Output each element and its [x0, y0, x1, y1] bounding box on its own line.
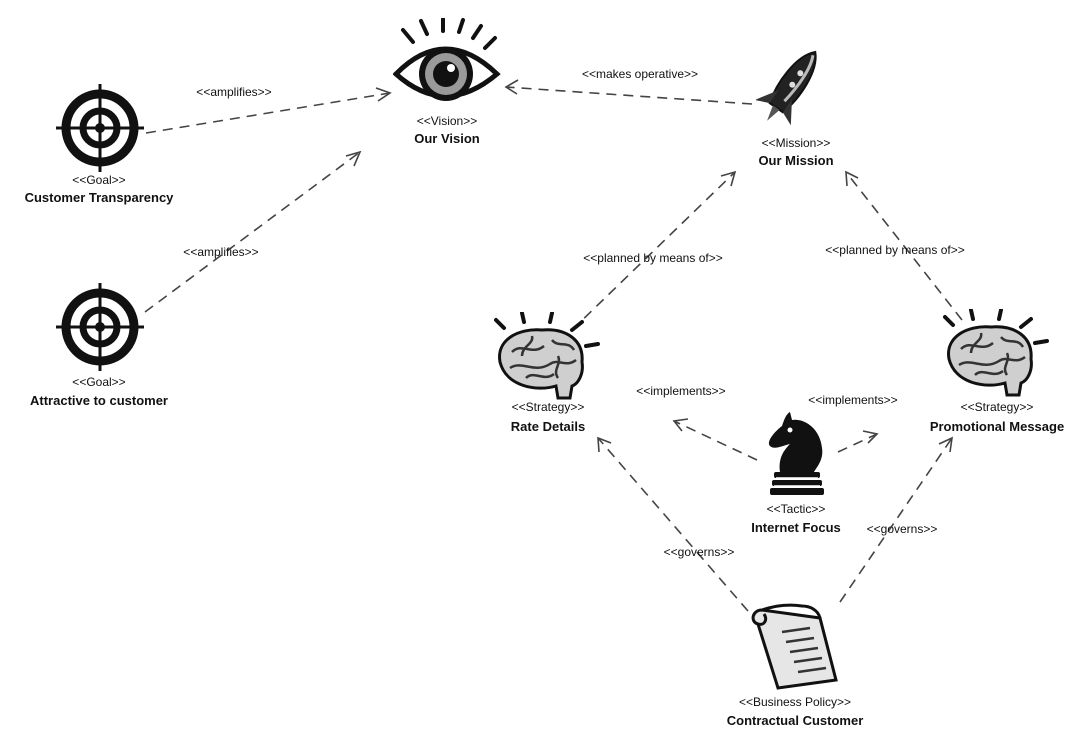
edge-amplifies-attractive [144, 150, 362, 313]
tactic-internet-name: Internet Focus [751, 520, 841, 535]
vision-stereotype: <<Vision>> [416, 114, 478, 128]
goal-transparency-name: Customer Transparency [24, 190, 174, 205]
target-icon [56, 84, 144, 172]
strategy-promo-stereotype: <<Strategy>> [960, 400, 1034, 414]
edge-makes-operative [504, 79, 753, 105]
brain-icon [943, 309, 1049, 397]
edge-governs-promo [839, 436, 953, 603]
mission-stereotype: <<Mission>> [761, 136, 831, 150]
edge-label-implements-rate: <<implements>> [636, 384, 726, 398]
chess-knight-icon [768, 412, 824, 495]
edge-label-makes-operative: <<makes operative>> [581, 67, 699, 81]
goal-attractive-name: Attractive to customer [30, 393, 168, 408]
edge-label-amplifies-2: <<amplifies>> [183, 245, 259, 259]
goal-attractive-stereotype: <<Goal>> [72, 375, 126, 389]
edge-label-planned-rate: <<planned by means of>> [583, 251, 723, 265]
edge-planned-rate [571, 170, 737, 331]
goal-transparency-stereotype: <<Goal>> [72, 173, 126, 187]
mission-name: Our Mission [758, 153, 834, 168]
strategy-rate-name: Rate Details [510, 419, 586, 434]
edge-label-planned-promo: <<planned by means of>> [825, 243, 965, 257]
target-icon [56, 283, 144, 371]
edge-label-governs-promo: <<governs>> [866, 522, 938, 536]
policy-contractual-stereotype: <<Business Policy>> [738, 695, 852, 709]
tactic-internet-stereotype: <<Tactic>> [766, 502, 826, 516]
rocket-icon [756, 50, 817, 126]
edge-label-governs-rate: <<governs>> [663, 545, 735, 559]
strategy-rate-stereotype: <<Strategy>> [511, 400, 585, 414]
edge-amplifies-transparency [145, 87, 392, 134]
brain-icon [494, 312, 600, 400]
edge-planned-promo [845, 170, 963, 321]
scroll-icon [751, 603, 838, 690]
eye-icon [393, 18, 501, 101]
edge-implements-rate [672, 418, 758, 461]
edge-implements-promo [837, 430, 879, 453]
strategy-promo-name: Promotional Message [929, 419, 1065, 434]
vision-name: Our Vision [414, 131, 480, 146]
edge-label-amplifies-1: <<amplifies>> [196, 85, 272, 99]
edge-label-implements-promo: <<implements>> [808, 393, 898, 407]
edge-governs-rate [597, 436, 749, 612]
policy-contractual-name: Contractual Customer [726, 713, 864, 728]
